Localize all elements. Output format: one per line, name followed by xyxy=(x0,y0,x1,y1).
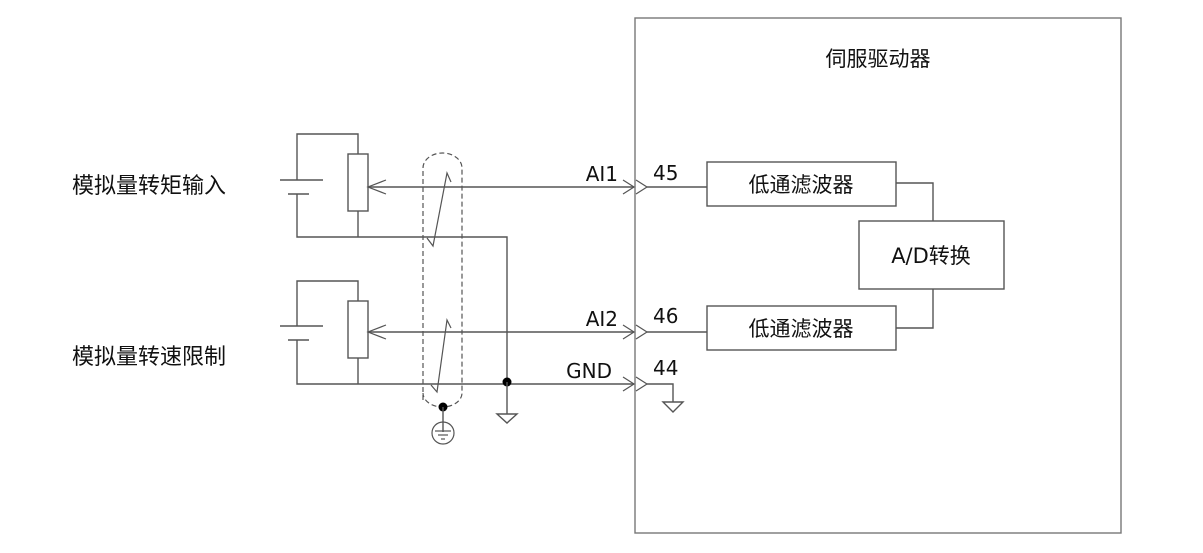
input-circuit-1: 模拟量转矩输入 AI1 xyxy=(72,133,636,382)
low-pass-filter-2-label: 低通滤波器 xyxy=(749,317,854,341)
loop-top-wire xyxy=(296,280,359,326)
signal-label-gnd: GND xyxy=(566,359,612,383)
ground-icon xyxy=(661,401,685,413)
pin44-wire xyxy=(647,383,674,402)
twisted-pair-icon xyxy=(426,171,452,248)
filter1-to-adc-wire xyxy=(896,182,934,221)
input-circuit-2: 模拟量转速限制 AI2 GND xyxy=(72,280,636,392)
battery-icon xyxy=(280,179,323,195)
connector-icon xyxy=(635,324,649,340)
low-pass-filter-1 xyxy=(706,161,897,207)
input-label-speed-limit: 模拟量转速限制 xyxy=(72,345,226,370)
potentiometer-icon xyxy=(347,300,369,359)
signal-label-ai2: AI2 xyxy=(586,307,618,331)
pin-number-46: 46 xyxy=(653,304,678,328)
ad-converter-block xyxy=(858,220,1005,290)
arrow-icon xyxy=(622,324,636,340)
filter2-to-adc-wire xyxy=(896,289,934,329)
pin-number-45: 45 xyxy=(653,161,678,185)
arrow-icon xyxy=(622,376,636,392)
wiper-arrow-icon xyxy=(366,179,387,195)
loop-bottom-wire xyxy=(296,194,508,382)
shielded-cable xyxy=(422,152,463,445)
potentiometer-icon xyxy=(347,153,369,212)
low-pass-filter-1-label: 低通滤波器 xyxy=(749,173,854,197)
battery-icon xyxy=(280,325,323,341)
ground-icon xyxy=(495,413,519,424)
servo-drive-title: 伺服驱动器 xyxy=(826,47,931,71)
twisted-pair-icon xyxy=(430,318,452,394)
input-label-torque: 模拟量转矩输入 xyxy=(72,174,226,199)
low-pass-filter-2 xyxy=(706,305,897,351)
earth-ground-icon xyxy=(431,421,455,445)
ad-converter-label: A/D转换 xyxy=(891,244,971,268)
signal-label-ai1: AI1 xyxy=(586,162,618,186)
servo-drive-box xyxy=(634,17,1122,534)
wiper-arrow-icon xyxy=(366,324,387,340)
gnd-line xyxy=(296,340,634,385)
arrow-icon xyxy=(622,179,636,195)
shield-outline xyxy=(422,152,463,408)
pin-number-44: 44 xyxy=(653,356,678,380)
loop-top-wire xyxy=(296,133,359,180)
connector-icon xyxy=(635,179,649,195)
connector-icon xyxy=(635,376,649,392)
